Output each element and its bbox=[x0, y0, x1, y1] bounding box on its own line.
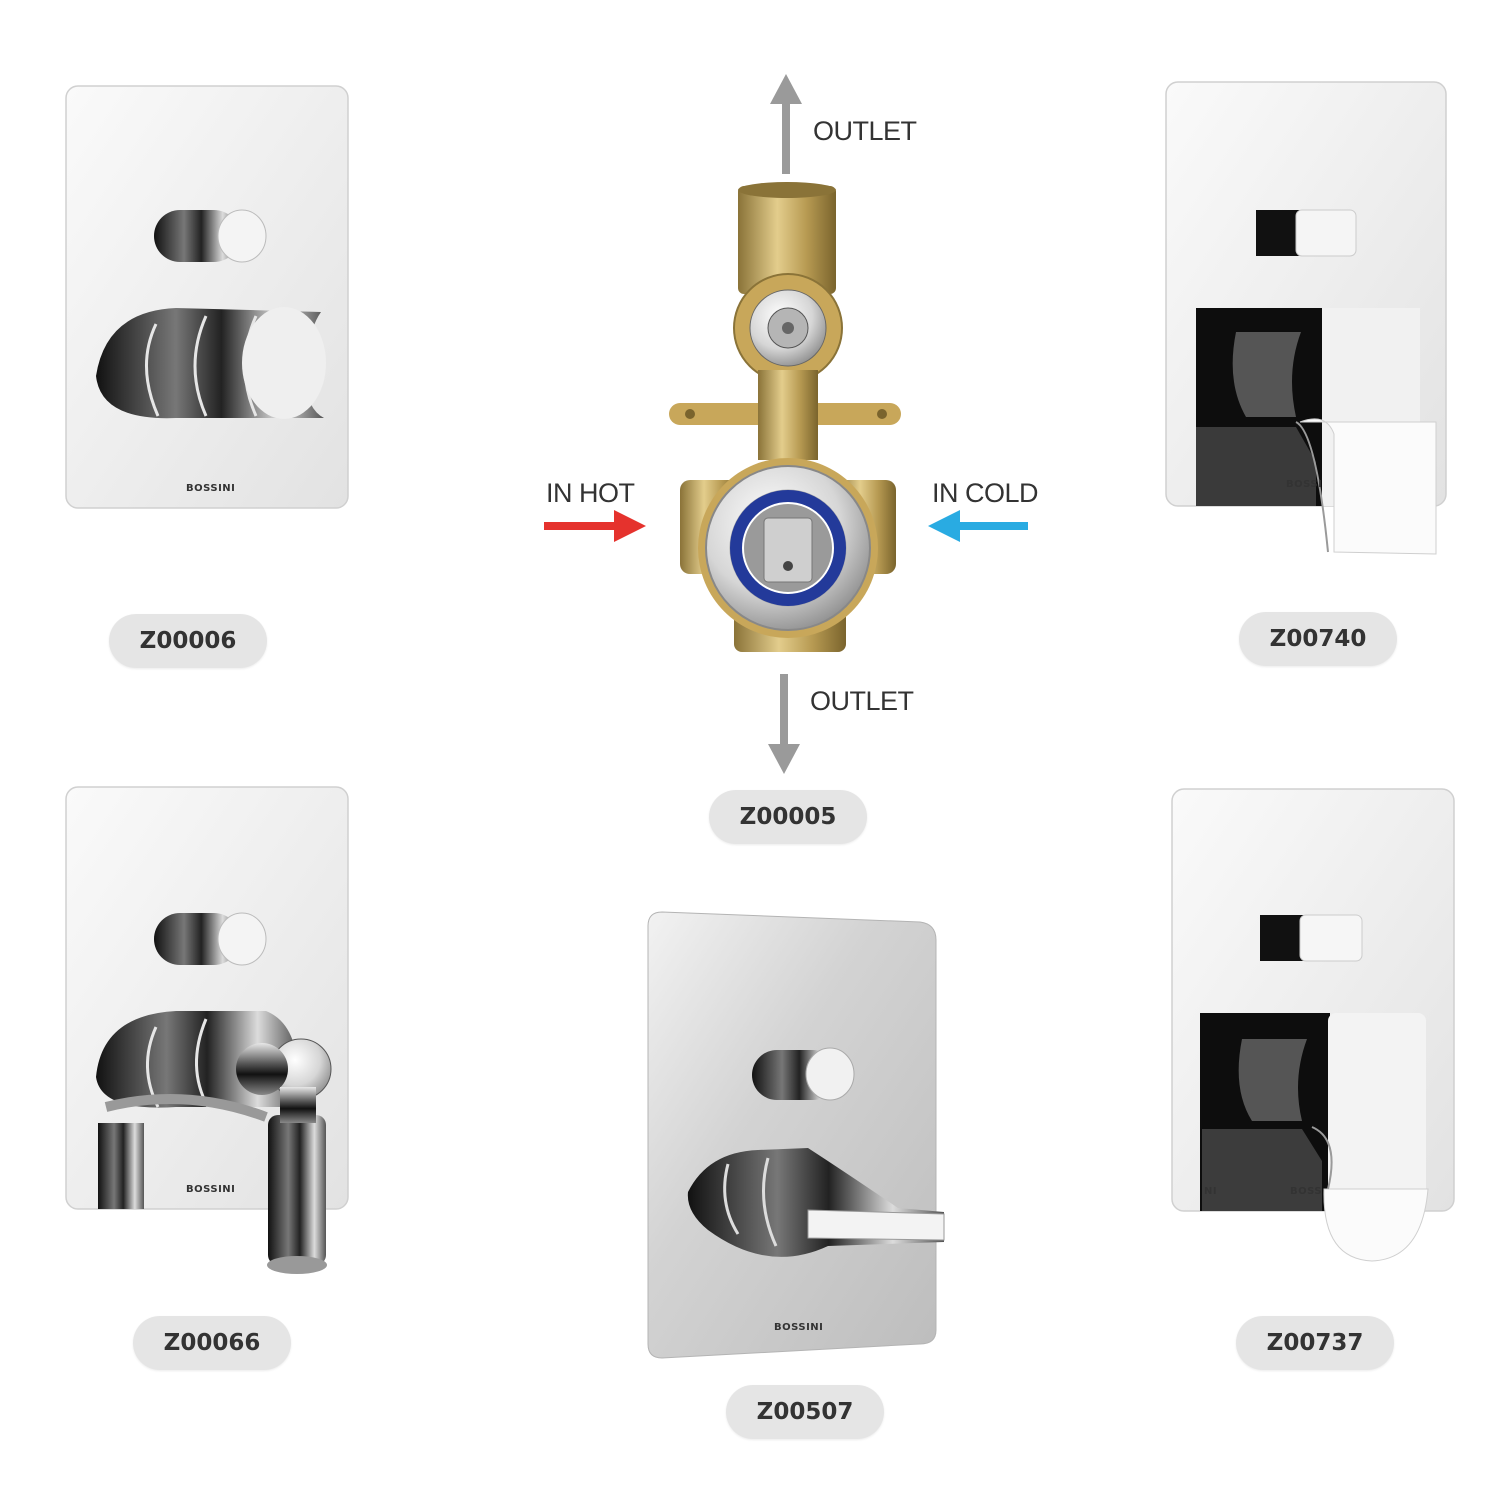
z00740-plate-image bbox=[1165, 81, 1447, 555]
outlet-bottom-label: OUTLET bbox=[810, 686, 914, 716]
product-z00740: BOSSI bbox=[1165, 81, 1450, 562]
z00066-plate-image bbox=[65, 786, 349, 1274]
brand-logo: BOSS bbox=[1290, 1186, 1323, 1197]
valve-image bbox=[544, 74, 1028, 774]
product-z00507: BOSSINI bbox=[647, 911, 950, 1362]
z00006-plate-image bbox=[65, 85, 349, 509]
brand-logo: BOSSI bbox=[1286, 479, 1323, 490]
product-code-z00737: Z00737 bbox=[1236, 1316, 1394, 1370]
z00507-plate-image bbox=[647, 911, 945, 1359]
brand-logo: BOSSINI bbox=[774, 1322, 824, 1333]
product-code-z00740: Z00740 bbox=[1239, 612, 1397, 666]
valve-diagram: OUTLET IN HOT IN COLD OUTLET bbox=[530, 70, 1060, 780]
product-code-z00507: Z00507 bbox=[726, 1385, 884, 1439]
brand-logo: BOSSINI bbox=[186, 1184, 236, 1195]
outlet-top-label: OUTLET bbox=[813, 116, 917, 146]
product-z00066: BOSSINI bbox=[65, 786, 356, 1279]
product-code-z00006: Z00006 bbox=[109, 614, 267, 668]
in-hot-label: IN HOT bbox=[546, 478, 635, 508]
z00737-plate-image bbox=[1171, 788, 1455, 1262]
product-code-z00005: Z00005 bbox=[709, 790, 867, 844]
product-code-z00066: Z00066 bbox=[133, 1316, 291, 1370]
brand-logo: BOSSINI bbox=[186, 483, 236, 494]
product-z00737: NI BOSS bbox=[1171, 788, 1456, 1265]
in-cold-label: IN COLD bbox=[932, 478, 1039, 508]
brand-logo-partial: NI bbox=[1204, 1186, 1218, 1197]
product-z00006: BOSSINI bbox=[65, 85, 350, 510]
